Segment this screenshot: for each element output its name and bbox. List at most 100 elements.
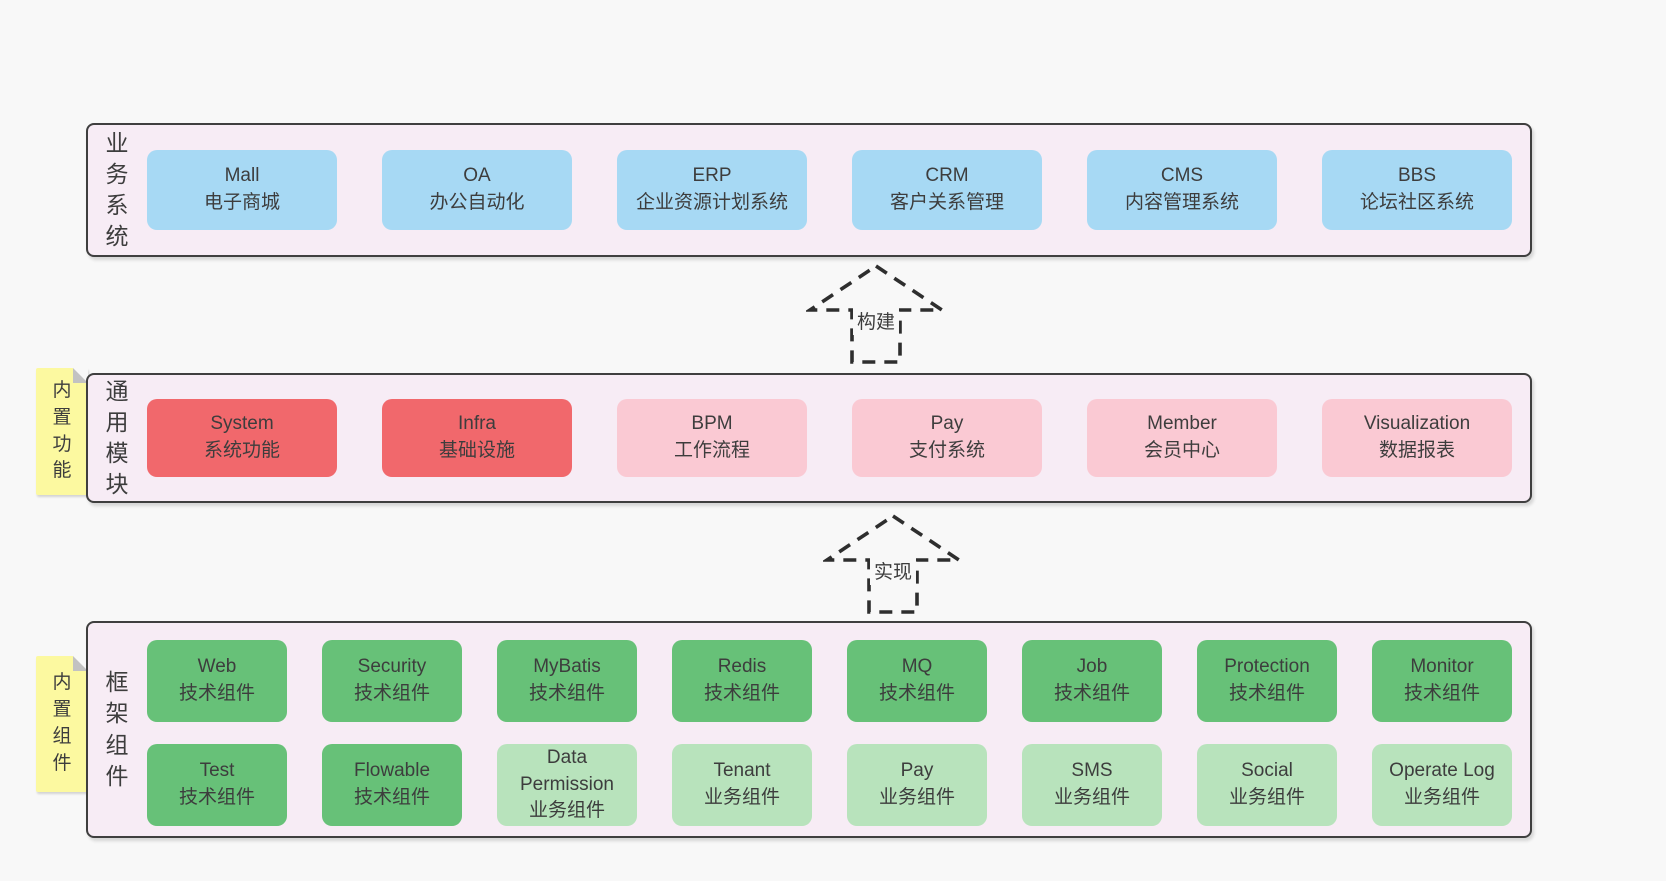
framework-components-panel: 框 架 组 件 Web 技术组件 Security 技术组件 MyBatis 技…: [86, 621, 1532, 838]
box-subtitle: 会员中心: [1143, 440, 1220, 461]
box-subtitle: 办公自动化: [429, 192, 525, 213]
box-member: Member 会员中心: [1087, 399, 1277, 477]
panel-label-business-systems: 业 务 系 统: [105, 129, 130, 250]
builtin-features-sticky-note: 内 置 功 能: [36, 368, 88, 495]
up-arrow-icon: [823, 513, 963, 614]
common-modules-panel: 通 用 模 块 System 系统功能 Infra 基础设施 BPM 工作流程 …: [86, 373, 1532, 503]
box-mall: Mall 电子商城: [147, 150, 337, 230]
box-title: Operate Log: [1389, 760, 1495, 782]
box-web: Web 技术组件: [147, 640, 287, 722]
box-title: MyBatis: [533, 656, 601, 678]
up-arrow-icon: [806, 263, 946, 364]
box-title: Member: [1147, 413, 1217, 435]
box-title: Mall: [224, 165, 260, 187]
box-subtitle: 电子商城: [203, 192, 280, 213]
box-subtitle: 技术组件: [703, 683, 780, 704]
box-test: Test 技术组件: [147, 744, 287, 826]
box-title: Visualization: [1363, 413, 1471, 435]
box-title: Security: [357, 656, 427, 678]
panel-label-framework-components: 框 架 组 件: [105, 669, 130, 789]
box-title: Monitor: [1410, 656, 1474, 678]
box-subtitle: 业务组件: [1228, 787, 1305, 808]
box-cms: CMS 内容管理系统: [1087, 150, 1277, 230]
box-bbs: BBS 论坛社区系统: [1322, 150, 1512, 230]
box-title: BBS: [1397, 165, 1437, 187]
build-arrow-label: 构建: [852, 306, 900, 335]
box-subtitle: 业务组件: [878, 787, 955, 808]
box-subtitle: 内容管理系统: [1124, 192, 1239, 213]
implement-arrow: 实现: [823, 512, 963, 616]
box-title: Data Permission: [520, 746, 614, 795]
box-operate-log: Operate Log 业务组件: [1372, 744, 1512, 826]
business-systems-panel: 业 务 系 统 Mall 电子商城 OA 办公自动化 ERP 企业资源计划系统 …: [86, 123, 1532, 257]
box-pay: Pay 支付系统: [852, 399, 1042, 477]
business-systems-boxes: Mall 电子商城 OA 办公自动化 ERP 企业资源计划系统 CRM 客户关系…: [147, 125, 1512, 255]
box-title: CMS: [1160, 165, 1204, 187]
build-arrow: 构建: [806, 262, 946, 366]
box-security: Security 技术组件: [322, 640, 462, 722]
box-monitor: Monitor 技术组件: [1372, 640, 1512, 722]
box-visualization: Visualization 数据报表: [1322, 399, 1512, 477]
box-oa: OA 办公自动化: [382, 150, 572, 230]
box-system: System 系统功能: [147, 399, 337, 477]
box-subtitle: 支付系统: [908, 440, 985, 461]
box-title: Job: [1076, 656, 1108, 678]
box-title: MQ: [901, 656, 933, 678]
builtin-components-sticky-note: 内 置 组 件: [36, 656, 88, 792]
components-row-2: Test 技术组件 Flowable 技术组件 Data Permission …: [147, 744, 1530, 826]
box-subtitle: 客户关系管理: [889, 192, 1004, 213]
box-title: Infra: [457, 413, 497, 435]
box-erp: ERP 企业资源计划系统: [617, 150, 807, 230]
box-flowable: Flowable 技术组件: [322, 744, 462, 826]
box-subtitle: 技术组件: [353, 787, 430, 808]
box-subtitle: 技术组件: [1403, 683, 1480, 704]
components-row-1: Web 技术组件 Security 技术组件 MyBatis 技术组件 Redi…: [147, 640, 1530, 722]
box-title: Redis: [717, 656, 767, 678]
box-title: Social: [1241, 760, 1293, 782]
box-subtitle: 企业资源计划系统: [635, 192, 788, 213]
box-subtitle: 技术组件: [878, 683, 955, 704]
box-job: Job 技术组件: [1022, 640, 1162, 722]
box-subtitle: 业务组件: [1053, 787, 1130, 808]
box-subtitle: 技术组件: [1053, 683, 1130, 704]
box-title: CRM: [925, 165, 969, 187]
box-title: Pay: [900, 760, 934, 782]
box-title: Web: [197, 656, 237, 678]
box-title: Pay: [930, 413, 964, 435]
box-mybatis: MyBatis 技术组件: [497, 640, 637, 722]
box-subtitle: 技术组件: [1228, 683, 1305, 704]
box-subtitle: 技术组件: [528, 683, 605, 704]
box-title: ERP: [692, 165, 732, 187]
framework-components-grid: Web 技术组件 Security 技术组件 MyBatis 技术组件 Redi…: [147, 640, 1530, 826]
box-subtitle: 业务组件: [1403, 787, 1480, 808]
box-subtitle: 系统功能: [203, 440, 280, 461]
box-infra: Infra 基础设施: [382, 399, 572, 477]
box-subtitle: 业务组件: [528, 800, 605, 822]
box-subtitle: 基础设施: [438, 440, 515, 461]
box-protection: Protection 技术组件: [1197, 640, 1337, 722]
box-title: BPM: [691, 413, 733, 435]
box-subtitle: 论坛社区系统: [1359, 192, 1474, 213]
box-title: OA: [463, 165, 491, 187]
box-data-permission: Data Permission 业务组件: [497, 744, 637, 826]
box-title: Flowable: [353, 760, 431, 782]
box-subtitle: 技术组件: [353, 683, 430, 704]
box-subtitle: 工作流程: [673, 440, 750, 461]
box-title: Tenant: [713, 760, 771, 782]
box-pay-business: Pay 业务组件: [847, 744, 987, 826]
common-modules-boxes: System 系统功能 Infra 基础设施 BPM 工作流程 Pay 支付系统…: [147, 375, 1512, 501]
box-title: Test: [199, 760, 235, 782]
box-social: Social 业务组件: [1197, 744, 1337, 826]
implement-arrow-label: 实现: [869, 556, 917, 585]
box-bpm: BPM 工作流程: [617, 399, 807, 477]
box-subtitle: 技术组件: [178, 683, 255, 704]
box-tenant: Tenant 业务组件: [672, 744, 812, 826]
panel-label-common-modules: 通 用 模 块: [105, 377, 130, 498]
box-redis: Redis 技术组件: [672, 640, 812, 722]
box-subtitle: 业务组件: [703, 787, 780, 808]
box-sms: SMS 业务组件: [1022, 744, 1162, 826]
box-subtitle: 数据报表: [1378, 440, 1455, 461]
box-title: Protection: [1224, 656, 1310, 678]
box-subtitle: 技术组件: [178, 787, 255, 808]
